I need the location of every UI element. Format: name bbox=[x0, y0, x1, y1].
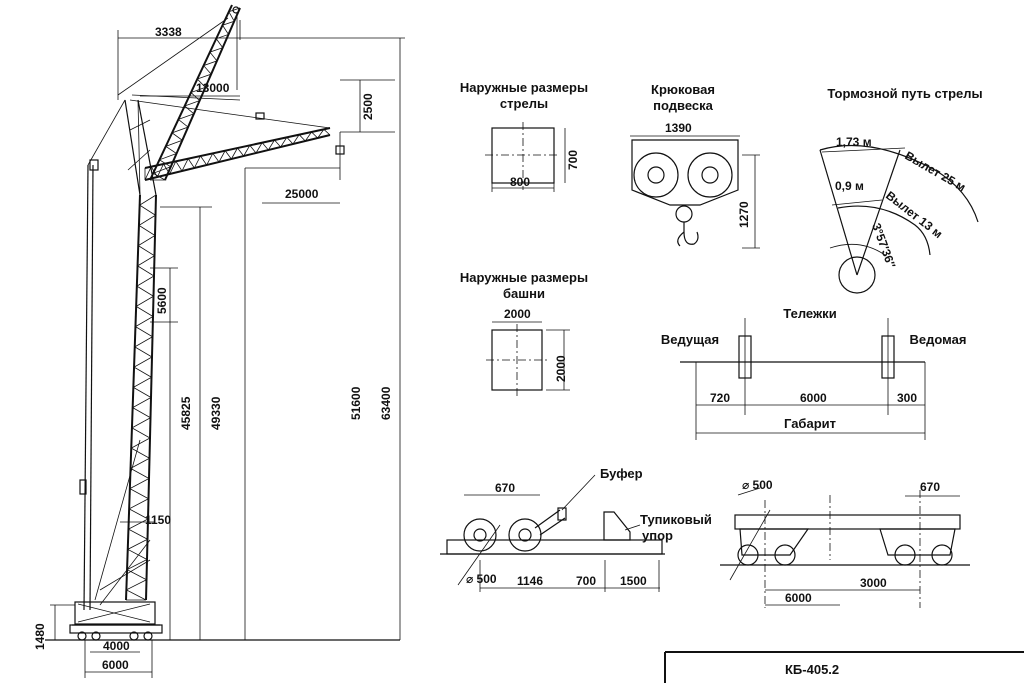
dim-5600: 5600 bbox=[155, 287, 169, 314]
boom-section-view: Наружные размеры стрелы 800 700 bbox=[460, 80, 588, 192]
dim-13000: 13000 bbox=[196, 81, 230, 95]
horizontal-jib bbox=[129, 99, 345, 181]
dim-45825: 45825 bbox=[179, 396, 193, 430]
braking-d1: 1,73 м bbox=[836, 135, 872, 149]
chassis-dim-670: 670 bbox=[920, 480, 940, 494]
chassis-view: ⌀ 500 670 3000 6000 bbox=[720, 478, 970, 608]
braking-d2: 0,9 м bbox=[835, 179, 864, 193]
chassis-dim-6000: 6000 bbox=[785, 591, 812, 605]
dim-49330: 49330 bbox=[209, 396, 223, 430]
braking-title: Тормозной путь стрелы bbox=[827, 86, 982, 101]
hook-title-1: Крюковая bbox=[651, 82, 715, 97]
dim-4000: 4000 bbox=[103, 639, 130, 653]
bogies-leading: Ведущая bbox=[661, 332, 719, 347]
hook-title-2: подвеска bbox=[653, 98, 713, 113]
braking-angle: 3°57′36″ bbox=[869, 221, 898, 270]
braking-reach-13: Вылет 13 м bbox=[883, 188, 945, 241]
tower-section-title-1: Наружные размеры bbox=[460, 270, 588, 285]
title-block: КБ-405.2 bbox=[664, 651, 1024, 683]
dim-1150: 1150 bbox=[145, 513, 171, 527]
boom-section-title-1: Наружные размеры bbox=[460, 80, 588, 95]
dim-6000: 6000 bbox=[102, 658, 129, 672]
dim-51600: 51600 bbox=[349, 386, 363, 420]
crane-base bbox=[69, 559, 163, 641]
dim-63400: 63400 bbox=[379, 386, 393, 420]
bogies-dim-6000: 6000 bbox=[800, 391, 827, 405]
chassis-dim-3000: 3000 bbox=[860, 576, 887, 590]
dim-3338: 3338 bbox=[155, 25, 182, 39]
bogies-dim-720: 720 bbox=[710, 391, 730, 405]
hook-block-view: Крюковая подвеска 1390 1270 bbox=[630, 82, 760, 249]
dim-1480: 1480 bbox=[33, 623, 47, 650]
bogies-overall: Габарит bbox=[784, 416, 836, 431]
tower-section-view: Наружные размеры башни 2000 2000 bbox=[460, 270, 588, 396]
buffer-dia: ⌀ 500 bbox=[466, 572, 497, 586]
bogies-view: Тележки Ведущая Ведомая 720 6000 300 Габ… bbox=[661, 306, 967, 440]
buffer-dim-670: 670 bbox=[495, 481, 515, 495]
crane-elevation: 3338 13000 2500 25000 5600 45825 49330 bbox=[33, 4, 405, 678]
model-name: КБ-405.2 bbox=[785, 662, 839, 677]
dim-2500: 2500 bbox=[361, 93, 375, 120]
tower-lattice bbox=[124, 99, 157, 601]
bogies-trailing: Ведомая bbox=[910, 332, 967, 347]
crane-dimensions: 3338 13000 2500 25000 5600 45825 49330 bbox=[33, 25, 405, 678]
bogies-title: Тележки bbox=[783, 306, 836, 321]
chassis-dia: ⌀ 500 bbox=[742, 478, 773, 492]
tower-section-height: 2000 bbox=[554, 355, 568, 382]
tower-section-title-2: башни bbox=[503, 286, 545, 301]
buffer-dim-700: 700 bbox=[576, 574, 596, 588]
end-stop-label-1: Тупиковый bbox=[640, 512, 712, 527]
buffer-dim-1500: 1500 bbox=[620, 574, 647, 588]
hook-height: 1270 bbox=[737, 201, 751, 228]
buffer-dim-1146: 1146 bbox=[517, 574, 543, 588]
boom-section-title-2: стрелы bbox=[500, 96, 548, 111]
braking-reach-25: Вылет 25 м bbox=[903, 148, 969, 194]
end-stop-label-2: упор bbox=[642, 528, 673, 543]
boom-section-height: 700 bbox=[566, 150, 580, 170]
braking-distance-view: Тормозной путь стрелы 1,73 м 0,9 м Вылет… bbox=[819, 86, 983, 294]
hook-width: 1390 bbox=[665, 121, 692, 135]
boom-section-width: 800 bbox=[510, 175, 530, 189]
dim-25000: 25000 bbox=[285, 187, 319, 201]
guy-ropes bbox=[79, 99, 151, 611]
bogies-dim-300: 300 bbox=[897, 391, 917, 405]
buffer-view: Буфер Тупиковый упор 670 ⌀ 500 1146 700 … bbox=[440, 466, 712, 592]
tower-section-width: 2000 bbox=[504, 307, 531, 321]
buffer-label: Буфер bbox=[600, 466, 643, 481]
